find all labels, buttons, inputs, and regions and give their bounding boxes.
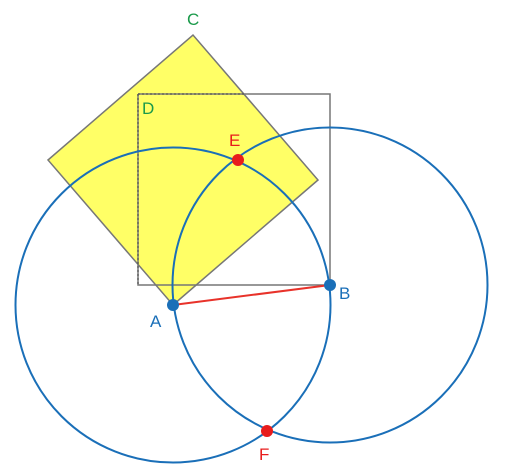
- circle-a: [14, 146, 332, 464]
- point-a[interactable]: [167, 299, 179, 311]
- label-a: A: [150, 312, 162, 331]
- label-c: C: [187, 10, 199, 29]
- label-d: D: [142, 99, 154, 118]
- segment-ab: [172, 284, 331, 306]
- label-b: B: [339, 284, 350, 303]
- point-b[interactable]: [324, 279, 336, 291]
- point-e[interactable]: [232, 154, 244, 166]
- label-f: F: [259, 445, 269, 464]
- circle-b: [171, 126, 489, 444]
- point-f[interactable]: [261, 425, 273, 437]
- rotated-square: [46, 33, 320, 307]
- label-e: E: [229, 131, 240, 150]
